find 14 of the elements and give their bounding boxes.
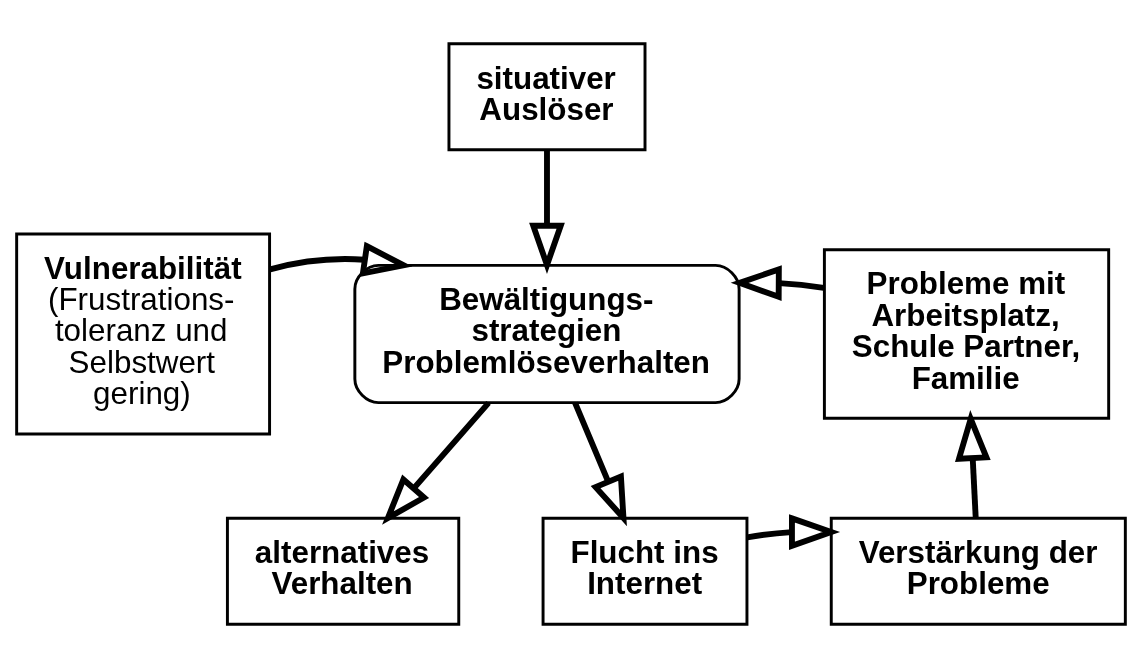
arrow bbox=[730, 265, 825, 301]
arrow bbox=[269, 241, 413, 278]
arrow bbox=[572, 401, 627, 527]
node-box: alternatives Verhalten bbox=[225, 516, 461, 626]
arrow bbox=[955, 410, 991, 518]
node-box: Probleme mit Arbeitsplatz, Schule Partner, Familie bbox=[822, 248, 1111, 420]
arrow bbox=[529, 149, 565, 274]
node-box: Bewältigungs- strategien Problemlöseverhalten bbox=[353, 263, 741, 405]
arrow bbox=[746, 514, 841, 550]
node-box: Vulnerabilität (Frustrations- toleranz und Selbstwert gering) bbox=[15, 232, 272, 436]
arrow bbox=[382, 400, 491, 525]
node-box: Verstärkung der Probleme bbox=[829, 516, 1127, 626]
node-box: Flucht ins Internet bbox=[541, 516, 749, 626]
node-box: situativer Auslöser bbox=[447, 42, 647, 152]
